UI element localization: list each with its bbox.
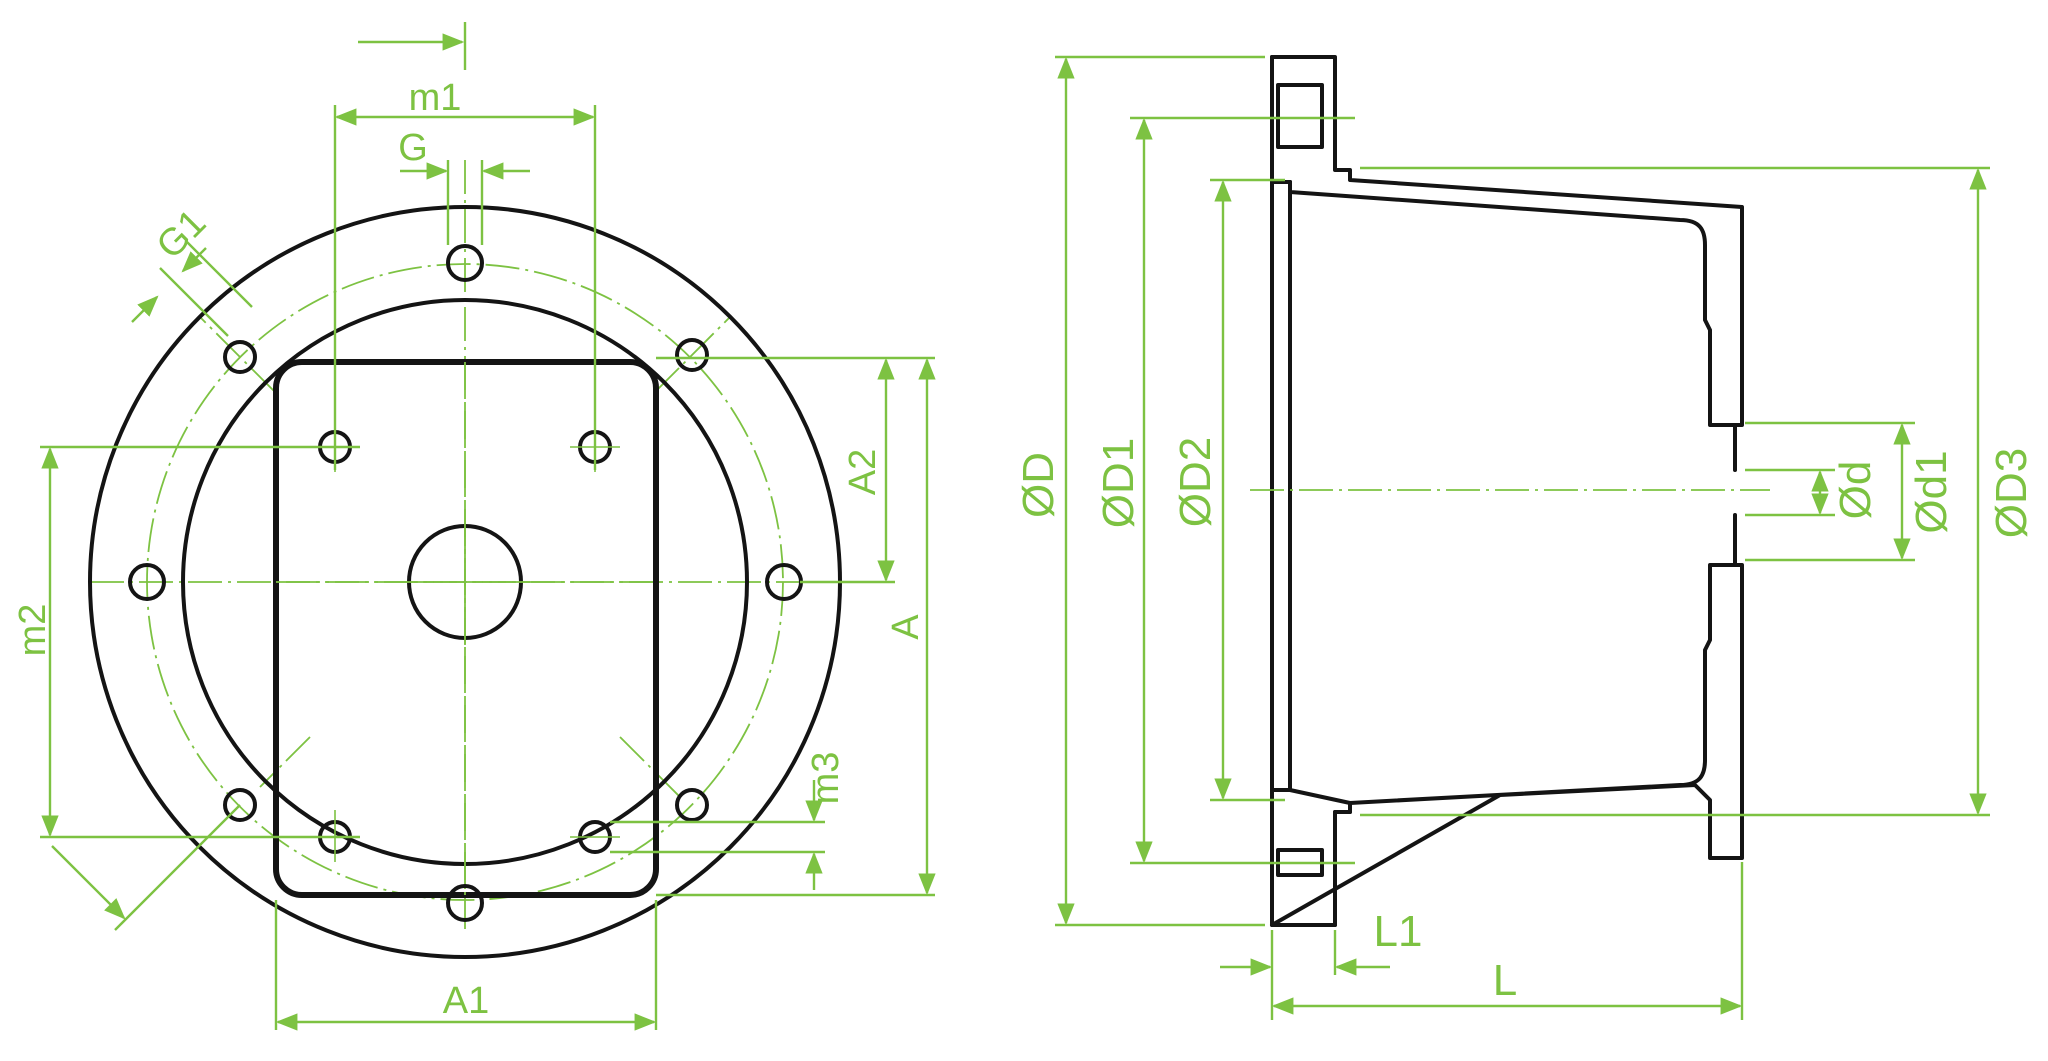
flange-hole-top-left xyxy=(223,340,257,374)
dim-l1: L1 xyxy=(1220,907,1423,976)
flange-hole-bottom-right xyxy=(675,788,709,822)
label-m2: m2 xyxy=(12,604,54,657)
dim-center-marker xyxy=(358,22,467,70)
dim-d1: ØD1 xyxy=(1094,116,1355,865)
label-g1: G1 xyxy=(149,202,215,268)
section-lower-wall xyxy=(1270,563,1744,927)
dim-d1-small: Ød1 xyxy=(1745,421,1956,562)
upper-bolt-hole xyxy=(1276,83,1324,149)
dim-diagonal-bl xyxy=(51,804,241,931)
section-upper-wall xyxy=(1270,55,1744,427)
bolt-circle xyxy=(146,263,784,901)
dim-g: G xyxy=(398,127,530,245)
dim-d: ØD xyxy=(1014,55,1265,927)
dim-g1: G1 xyxy=(131,202,253,337)
label-d2: ØD2 xyxy=(1171,437,1220,527)
flange-hole-bottom-left xyxy=(223,788,257,822)
label-d1-small: Ød1 xyxy=(1907,450,1956,533)
label-a1: A1 xyxy=(443,980,489,1022)
dim-a: A xyxy=(656,356,936,897)
label-g: G xyxy=(398,127,428,169)
flange-hole-top-right xyxy=(675,338,709,372)
flange-hole-bottom xyxy=(446,884,484,922)
diag-centerline-tr xyxy=(654,316,731,393)
label-l1: L1 xyxy=(1374,907,1423,956)
front-view: m1 G G1 m2 xyxy=(12,22,936,1031)
label-m1: m1 xyxy=(409,77,462,119)
dim-d-small: Ød xyxy=(1745,461,1880,520)
dim-a1: A1 xyxy=(274,900,658,1031)
label-a: A xyxy=(885,614,927,640)
label-d3: ØD3 xyxy=(1987,448,2036,538)
dim-m2: m2 xyxy=(12,445,360,839)
label-d1: ØD1 xyxy=(1094,438,1143,528)
dim-m3: m3 xyxy=(610,752,847,890)
flange-hole-left xyxy=(128,563,166,601)
label-m3: m3 xyxy=(805,752,847,805)
label-a2: A2 xyxy=(842,449,884,495)
diag-centerline-bl xyxy=(259,736,311,788)
label-l: L xyxy=(1493,956,1517,1005)
mounting-plate xyxy=(273,359,659,898)
dim-a2: A2 xyxy=(842,357,895,583)
flange-hole-top xyxy=(446,244,484,282)
dim-m1: m1 xyxy=(333,77,597,470)
diag-centerline-tl xyxy=(199,316,276,393)
label-d: ØD xyxy=(1014,452,1063,518)
dim-d2: ØD2 xyxy=(1171,178,1285,802)
diag-centerline-br xyxy=(619,736,681,798)
section-view: ØD ØD1 ØD2 Ød Ød1 xyxy=(1014,55,2036,1020)
dim-d3: ØD3 xyxy=(1360,166,2036,817)
dim-l: L xyxy=(1270,862,1744,1020)
label-d-small: Ød xyxy=(1831,461,1880,520)
